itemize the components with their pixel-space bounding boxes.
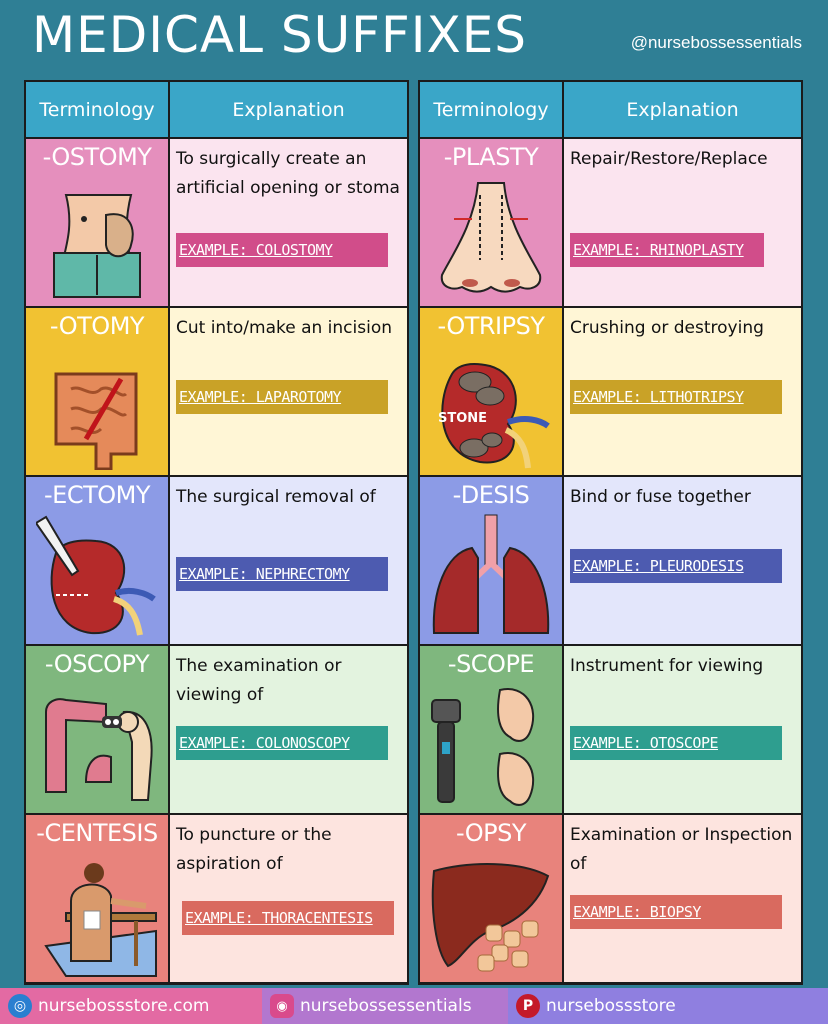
term-cell: -DESIS [420, 477, 562, 644]
page-title: MEDICAL SUFFIXES [32, 6, 528, 64]
example-link[interactable]: EXAMPLE: OTOSCOPE [570, 726, 782, 760]
globe-icon: ◎ [8, 994, 32, 1018]
suffix-label: -ECTOMY [44, 481, 151, 509]
suffix-label: -OSCOPY [44, 650, 150, 678]
explanation-cell: Repair/Restore/Replace EXAMPLE: RHINOPLA… [564, 139, 801, 306]
suffix-label: -SCOPE [447, 650, 535, 678]
lungs-icon [432, 514, 550, 634]
table-row: -OSTOMY To surgically create an artifici… [26, 139, 407, 306]
left-table: Terminology Explanation -OSTOMY To surgi… [24, 80, 409, 985]
term-cell: -OPSY [420, 815, 562, 982]
term-cell: -OTOMY [26, 308, 168, 475]
term-cell: -ECTOMY [26, 477, 168, 644]
suffix-label: -OTOMY [49, 312, 145, 340]
suffix-label: -DESIS [452, 481, 530, 509]
colon-viewer-icon [45, 698, 153, 801]
table-row: -CENTESIS To puncture or the aspiration … [26, 815, 407, 982]
explanation-cell: Bind or fuse together EXAMPLE: PLEURODES… [564, 477, 801, 644]
explanation-text: Cut into/make an incision [176, 318, 393, 338]
explanation-cell: Cut into/make an incision EXAMPLE: LAPAR… [170, 308, 407, 475]
table-row: -OSCOPY The examination or viewing of EX… [26, 646, 407, 813]
suffix-label: -PLASTY [443, 143, 539, 171]
explanation-text: Bind or fuse together [570, 487, 751, 507]
table-row: -PLASTY Repair/Restore/Replace EXAMPLE: … [420, 139, 801, 306]
footer-pinterest[interactable]: P nursebossstore [508, 988, 828, 1024]
explanation-cell: Crushing or destroying EXAMPLE: LITHOTRI… [564, 308, 801, 475]
abdomen-stoma-icon [53, 194, 141, 298]
intestines-icon [54, 372, 138, 470]
footer-bar: ◎ nursebossstore.com ◉ nursebossessentia… [0, 988, 828, 1024]
table-row: -DESIS Bind or fuse together EXAMPLE: PL… [420, 477, 801, 644]
table-row: -OTRIPSY STONE Crushing or destroying EX… [420, 308, 801, 475]
example-link[interactable]: EXAMPLE: LITHOTRIPSY [570, 380, 782, 414]
explanation-cell: The examination or viewing of EXAMPLE: C… [170, 646, 407, 813]
term-cell: -PLASTY [420, 139, 562, 306]
website-label: nursebossstore.com [38, 996, 210, 1016]
explanation-cell: To puncture or the aspiration of EXAMPLE… [170, 815, 407, 982]
table-row: -ECTOMY The surgical removal of EXAMPLE:… [26, 477, 407, 644]
explanation-text: To puncture or the aspiration of [176, 825, 332, 874]
table-row: -OTOMY Cut into/make an incision EXAMPLE… [26, 308, 407, 475]
terminology-header: Terminology [26, 82, 168, 137]
explanation-text: To surgically create an artificial openi… [176, 149, 400, 198]
example-link[interactable]: EXAMPLE: LAPAROTOMY [176, 380, 388, 414]
example-link[interactable]: EXAMPLE: RHINOPLASTY [570, 233, 764, 267]
table-row: -SCOPE Instrument for viewing EXAMPLE: O… [420, 646, 801, 813]
kidney-stone-icon: STONE [438, 363, 550, 469]
term-cell: -CENTESIS [26, 815, 168, 982]
kidney-scalpel-icon [36, 515, 156, 636]
nose-icon [440, 182, 542, 293]
explanation-text: Crushing or destroying [570, 318, 764, 338]
terminology-header: Terminology [420, 82, 562, 137]
term-cell: -OTRIPSY STONE [420, 308, 562, 475]
explanation-cell: Instrument for viewing EXAMPLE: OTOSCOPE [564, 646, 801, 813]
explanation-text: The examination or viewing of [176, 656, 342, 705]
right-table: Terminology Explanation -PLASTY Repair/R… [418, 80, 803, 985]
suffix-label: -CENTESIS [36, 819, 158, 847]
liver-cells-icon [431, 863, 550, 972]
example-link[interactable]: EXAMPLE: COLONOSCOPY [176, 726, 388, 760]
example-link[interactable]: EXAMPLE: COLOSTOMY [176, 233, 388, 267]
term-cell: -OSTOMY [26, 139, 168, 306]
explanation-cell: To surgically create an artificial openi… [170, 139, 407, 306]
explanation-text: The surgical removal of [176, 487, 376, 507]
term-cell: -OSCOPY [26, 646, 168, 813]
explanation-text: Instrument for viewing [570, 656, 764, 676]
explanation-cell: The surgical removal of EXAMPLE: NEPHREC… [170, 477, 407, 644]
stone-label: STONE [438, 411, 487, 426]
explanation-cell: Examination or Inspection of EXAMPLE: BI… [564, 815, 801, 982]
pinterest-label: nursebossstore [546, 996, 676, 1016]
social-handle: @nursebossessentials [630, 33, 802, 52]
suffix-label: -OSTOMY [42, 143, 152, 171]
pinterest-icon: P [516, 994, 540, 1018]
instagram-label: nursebossessentials [300, 996, 472, 1016]
otoscope-ears-icon [431, 688, 535, 806]
patient-back-icon [44, 863, 157, 977]
example-link[interactable]: EXAMPLE: PLEURODESIS [570, 549, 782, 583]
suffix-label: -OPSY [455, 819, 527, 847]
explanation-text: Examination or Inspection of [570, 825, 793, 874]
explanation-text: Repair/Restore/Replace [570, 149, 768, 169]
suffix-label: -OTRIPSY [437, 312, 546, 340]
table-row: -OPSY Examination or Inspection of EXAMP… [420, 815, 801, 982]
explanation-header: Explanation [170, 82, 407, 137]
footer-instagram[interactable]: ◉ nursebossessentials [262, 988, 508, 1024]
example-link[interactable]: EXAMPLE: THORACENTESIS [182, 901, 394, 935]
example-link[interactable]: EXAMPLE: NEPHRECTOMY [176, 557, 388, 591]
term-cell: -SCOPE [420, 646, 562, 813]
instagram-icon: ◉ [270, 994, 294, 1018]
explanation-header: Explanation [564, 82, 801, 137]
example-link[interactable]: EXAMPLE: BIOPSY [570, 895, 782, 929]
footer-website[interactable]: ◎ nursebossstore.com [0, 988, 262, 1024]
